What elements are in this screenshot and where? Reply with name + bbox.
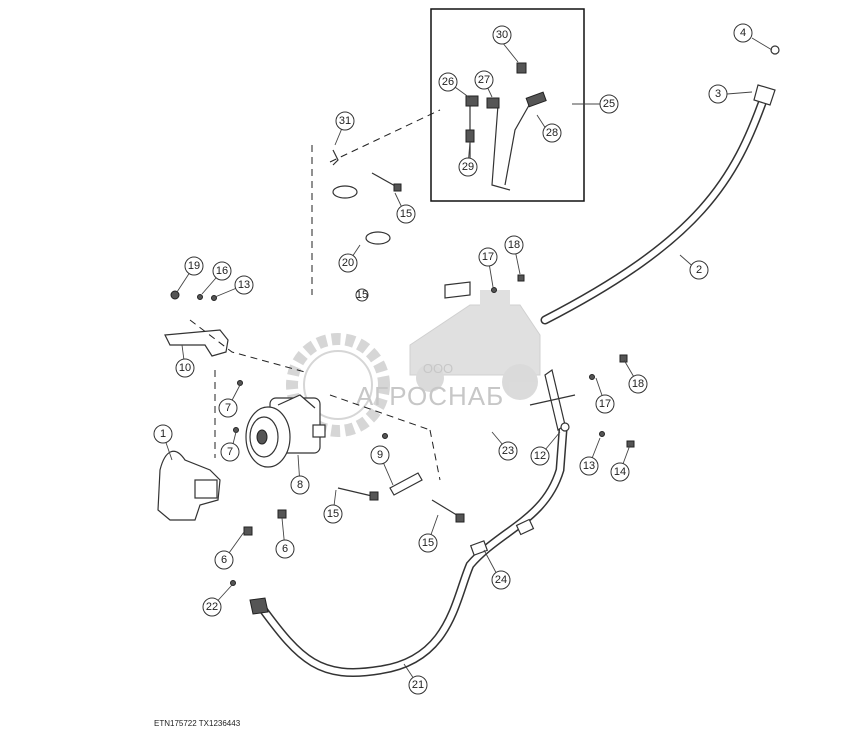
svg-text:19: 19 bbox=[188, 260, 200, 272]
svg-text:15: 15 bbox=[422, 537, 434, 549]
callout-15a: 15 bbox=[396, 204, 416, 224]
svg-text:20: 20 bbox=[342, 257, 354, 269]
callout-18a: 18 bbox=[504, 235, 524, 255]
svg-text:7: 7 bbox=[227, 446, 233, 458]
callout-15d: 15 bbox=[355, 288, 369, 302]
hose-2 bbox=[540, 45, 780, 325]
callout-19: 19 bbox=[184, 256, 204, 276]
callout-15c: 15 bbox=[418, 533, 438, 553]
callout-17a: 17 bbox=[478, 247, 498, 267]
assembly-lines bbox=[189, 109, 441, 481]
callout-2: 2 bbox=[689, 260, 709, 280]
watermark-prefix: ООО bbox=[423, 361, 453, 376]
svg-text:9: 9 bbox=[377, 449, 383, 461]
fitting-12 bbox=[529, 368, 576, 432]
svg-text:27: 27 bbox=[478, 74, 490, 86]
callout-31: 31 bbox=[335, 111, 355, 131]
callouts: 1 2 3 4 6 6 7 7 8 9 10 12 13 13 14 15 15… bbox=[153, 23, 753, 695]
callout-20: 20 bbox=[338, 253, 358, 273]
callout-27: 27 bbox=[474, 70, 494, 90]
svg-text:13: 13 bbox=[583, 460, 595, 472]
svg-text:25: 25 bbox=[603, 98, 615, 110]
callout-3: 3 bbox=[708, 84, 728, 104]
svg-text:31: 31 bbox=[339, 115, 351, 127]
bracket-10 bbox=[164, 329, 229, 357]
svg-text:16: 16 bbox=[216, 265, 228, 277]
svg-text:17: 17 bbox=[599, 398, 611, 410]
callout-13b: 13 bbox=[579, 456, 599, 476]
callout-16: 16 bbox=[212, 261, 232, 281]
svg-text:30: 30 bbox=[496, 29, 508, 41]
compressor-8 bbox=[245, 394, 326, 468]
svg-text:22: 22 bbox=[206, 601, 218, 613]
callout-10: 10 bbox=[175, 358, 195, 378]
callout-29: 29 bbox=[458, 157, 478, 177]
watermark-company: АГРОСНАБ bbox=[356, 381, 504, 411]
callout-9: 9 bbox=[370, 445, 390, 465]
hose-21 bbox=[249, 425, 568, 677]
svg-text:15: 15 bbox=[327, 508, 339, 520]
svg-text:4: 4 bbox=[740, 27, 746, 39]
svg-text:14: 14 bbox=[614, 466, 626, 478]
callout-22: 22 bbox=[202, 597, 222, 617]
inset-box bbox=[430, 8, 585, 202]
svg-text:10: 10 bbox=[179, 362, 191, 374]
svg-text:6: 6 bbox=[221, 554, 227, 566]
callout-30: 30 bbox=[492, 25, 512, 45]
svg-text:12: 12 bbox=[534, 450, 546, 462]
svg-text:3: 3 bbox=[715, 88, 721, 100]
plate-9 bbox=[389, 472, 423, 496]
callout-17b: 17 bbox=[595, 394, 615, 414]
callout-6b: 6 bbox=[275, 539, 295, 559]
svg-text:6: 6 bbox=[282, 543, 288, 555]
svg-text:13: 13 bbox=[238, 279, 250, 291]
callout-21: 21 bbox=[408, 675, 428, 695]
gear-logo-icon bbox=[286, 333, 390, 437]
callout-15b: 15 bbox=[323, 504, 343, 524]
callout-25: 25 bbox=[599, 94, 619, 114]
callout-26: 26 bbox=[438, 72, 458, 92]
svg-text:23: 23 bbox=[502, 445, 514, 457]
callout-12: 12 bbox=[530, 446, 550, 466]
svg-text:29: 29 bbox=[462, 161, 474, 173]
svg-text:18: 18 bbox=[508, 239, 520, 251]
svg-text:7: 7 bbox=[225, 402, 231, 414]
callout-8: 8 bbox=[290, 475, 310, 495]
svg-text:24: 24 bbox=[495, 574, 507, 586]
callout-14: 14 bbox=[610, 462, 630, 482]
svg-text:8: 8 bbox=[297, 479, 303, 491]
combine-harvester-icon bbox=[409, 290, 541, 400]
bolts-15 bbox=[337, 172, 465, 523]
figure-code: ETN175722 TX1236443 bbox=[154, 719, 241, 728]
svg-text:15: 15 bbox=[400, 208, 412, 220]
bracket-1 bbox=[157, 450, 221, 521]
callout-28: 28 bbox=[542, 123, 562, 143]
callout-6a: 6 bbox=[214, 550, 234, 570]
svg-text:1: 1 bbox=[160, 428, 166, 440]
watermark: ООО АГРОСНАБ bbox=[286, 290, 541, 437]
callout-4: 4 bbox=[733, 23, 753, 43]
svg-text:15: 15 bbox=[356, 289, 368, 301]
svg-text:18: 18 bbox=[632, 378, 644, 390]
fasteners bbox=[170, 149, 635, 586]
svg-text:28: 28 bbox=[546, 127, 558, 139]
callout-7a: 7 bbox=[218, 398, 238, 418]
callout-24: 24 bbox=[491, 570, 511, 590]
callout-1: 1 bbox=[153, 424, 173, 444]
callout-23: 23 bbox=[498, 441, 518, 461]
svg-text:17: 17 bbox=[482, 251, 494, 263]
svg-text:26: 26 bbox=[442, 76, 454, 88]
svg-text:21: 21 bbox=[412, 679, 424, 691]
callout-7b: 7 bbox=[220, 442, 240, 462]
callout-18b: 18 bbox=[628, 374, 648, 394]
callout-13a: 13 bbox=[234, 275, 254, 295]
svg-text:2: 2 bbox=[696, 264, 702, 276]
